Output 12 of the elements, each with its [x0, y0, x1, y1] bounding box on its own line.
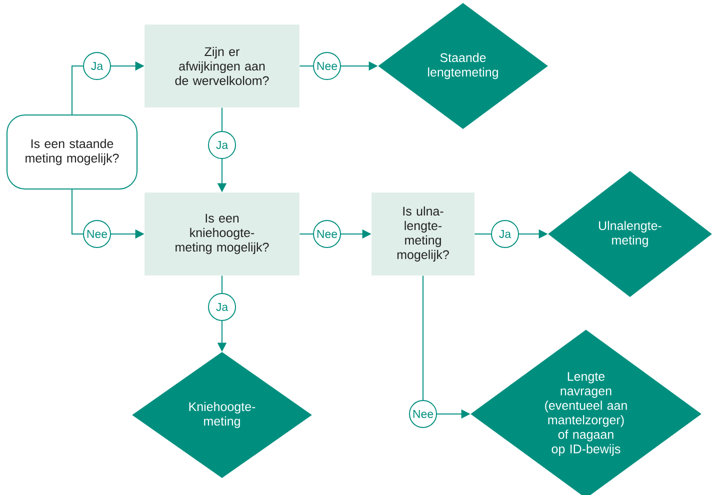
edge-label: Ja	[491, 220, 519, 248]
decision-box: Zijn er afwijkingen aan de wervelkolom?	[144, 24, 300, 108]
edge-label: Nee	[313, 52, 341, 80]
edge-label: Ja	[83, 52, 111, 80]
edge-label: Ja	[208, 131, 236, 159]
edge-label: Nee	[83, 220, 111, 248]
decision-box: Is ulna-lengte-meting mogelijk?	[372, 192, 474, 276]
edge-label: Nee	[409, 400, 437, 428]
decision-box: Is een kniehoogte-meting mogelijk?	[144, 192, 300, 276]
edge-label: Nee	[313, 220, 341, 248]
start-box: Is een staande meting mogelijk?	[6, 114, 138, 190]
edge-label: Ja	[208, 293, 236, 321]
